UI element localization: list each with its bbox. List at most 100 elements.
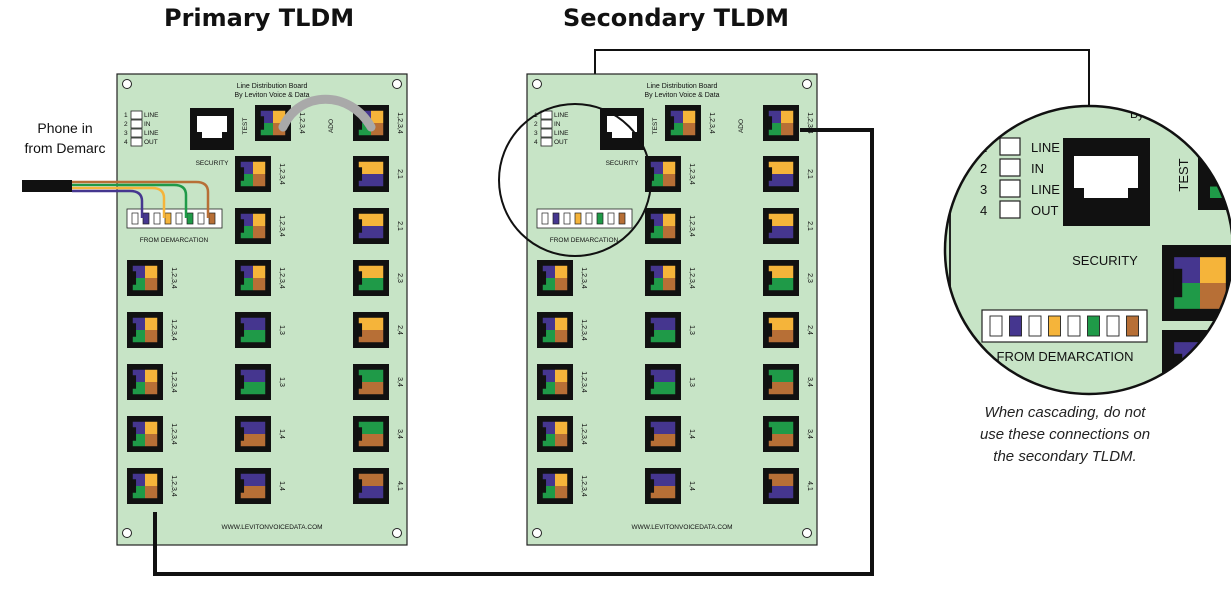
jack-1-2-3-4: 1,2,3,4	[537, 312, 587, 348]
jack-notch	[649, 375, 655, 389]
pin-box	[999, 137, 1021, 156]
demarc-terminal	[596, 212, 604, 225]
jack-notch	[767, 427, 773, 441]
mount-hole	[802, 79, 812, 89]
jack-quadrant	[145, 486, 158, 499]
jack-quadrant	[663, 421, 676, 434]
jack-quadrant	[663, 473, 676, 486]
jack-quadrant	[781, 382, 794, 395]
jack-quadrant	[555, 330, 568, 343]
cascade-cable	[153, 128, 874, 576]
jack-label: 1,2,3,4	[688, 163, 695, 185]
jack-1-4: 1,4	[645, 416, 695, 452]
demarc-label: FROM DEMARCATION	[550, 237, 619, 244]
jack-quadrant	[555, 317, 568, 330]
jack-2-4: 2,4	[353, 312, 403, 348]
jack-quadrant	[781, 213, 794, 226]
jack-notch	[541, 479, 547, 493]
ado-label: ADO	[328, 119, 335, 133]
jack-1-2-3-4: 1,2,3,4	[127, 260, 177, 296]
demarc-terminal	[989, 315, 1003, 337]
jack-quadrant	[371, 317, 384, 330]
jack-1-2-3-4: 1,2,3,4	[645, 260, 695, 296]
jack-label: 1,4	[688, 481, 695, 491]
jack-quadrant	[781, 110, 794, 123]
mount-hole	[122, 528, 132, 538]
jack-label: 1,2,3,4	[580, 267, 587, 289]
primary-title: Primary TLDM	[164, 4, 355, 32]
jack-label: 1,4	[688, 429, 695, 439]
jack-notch	[767, 116, 773, 130]
jack-quadrant	[555, 382, 568, 395]
pin-label: LINE	[1031, 182, 1060, 197]
jack-quadrant	[663, 382, 676, 395]
demarc-terminal	[1106, 315, 1120, 337]
jack-notch	[541, 427, 547, 441]
demarc-terminal	[552, 212, 560, 225]
jack-3-4: 3,4	[353, 364, 403, 400]
test-label: TEST	[1176, 158, 1191, 191]
jack-2-1: 2,1	[353, 156, 403, 192]
jack-quadrant	[555, 473, 568, 486]
jack-3-4: 3,4	[763, 416, 813, 452]
pin-label: LINE	[554, 130, 569, 137]
jack-quadrant	[1210, 147, 1231, 173]
jack-notch	[357, 219, 363, 233]
jack-notch	[239, 219, 245, 233]
jack-label: 1,2,3,4	[170, 371, 177, 393]
jack-1-2-3-4: 1,2,3,4	[127, 312, 177, 348]
jack-quadrant	[663, 278, 676, 291]
demarc-terminal	[197, 212, 205, 225]
mount-hole	[532, 528, 542, 538]
jack-quadrant	[145, 369, 158, 382]
jack-notch	[357, 323, 363, 337]
jack-quadrant	[1200, 257, 1226, 283]
jack-quadrant	[781, 317, 794, 330]
jack-quadrant	[371, 434, 384, 447]
jack-quadrant	[663, 330, 676, 343]
security-label: SECURITY	[196, 160, 230, 167]
jack-label: 4,1	[806, 481, 813, 491]
jack-quadrant	[663, 369, 676, 382]
jack-notch	[649, 167, 655, 181]
jack-notch	[649, 323, 655, 337]
jack-notch	[131, 375, 137, 389]
jack-label: 1,4	[278, 481, 285, 491]
demarc-terminal	[175, 212, 183, 225]
security-jack-opening	[197, 116, 227, 138]
jack-2-1: 2,1	[353, 208, 403, 244]
jack-label: 1,2,3,4	[688, 215, 695, 237]
pin-number: 3	[124, 130, 128, 137]
jack-label: 1,2,3,4	[688, 267, 695, 289]
pin-label: OUT	[144, 139, 158, 146]
pin-box	[540, 110, 553, 120]
jack-quadrant	[663, 434, 676, 447]
jack-notch	[239, 271, 245, 285]
pin-number: 3	[534, 130, 538, 137]
pin-box	[999, 158, 1021, 177]
jack-notch	[541, 323, 547, 337]
jack-quadrant	[781, 486, 794, 499]
jack-quadrant	[253, 226, 266, 239]
jack-quadrant	[145, 278, 158, 291]
jack-label: 1,2,3,4	[708, 112, 715, 134]
jack-notch	[357, 479, 363, 493]
jack-1-4: 1,4	[235, 468, 285, 504]
cascade-note-line3: the secondary TLDM.	[993, 448, 1137, 465]
jack-quadrant	[371, 421, 384, 434]
pin-number: 4	[124, 139, 128, 146]
board-panel	[526, 73, 818, 546]
jack-1-2-3-4: 1,2,3,4	[235, 208, 285, 244]
jack-quadrant	[781, 226, 794, 239]
pin-number: 1	[124, 112, 128, 119]
phone-wire	[72, 183, 188, 218]
jack-1-2-3-4: 1,2,3,4	[537, 364, 587, 400]
jack-quadrant	[145, 317, 158, 330]
jack-2-3: 2,3	[353, 260, 403, 296]
jack-body	[1198, 135, 1231, 210]
jack-notch	[767, 479, 773, 493]
jack-1-2-3-4: 1,2,3,4	[537, 416, 587, 452]
pin-box	[999, 200, 1021, 219]
jack-quadrant	[371, 486, 384, 499]
jack-label: 1,2,3,4	[580, 371, 587, 393]
